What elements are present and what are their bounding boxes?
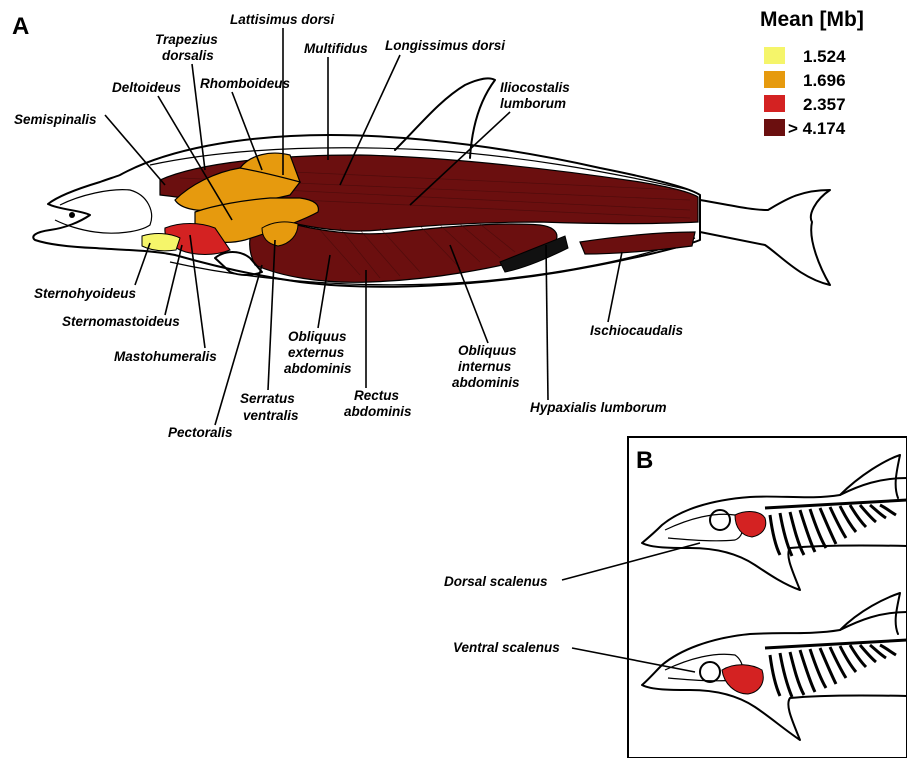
dolphin-ventral-ribs [765, 640, 907, 697]
legend-swatch-1 [764, 47, 785, 64]
label-rectus-abdominis-2: abdominis [344, 404, 412, 419]
legend-title: Mean [Mb] [760, 8, 864, 31]
label-iliocostalis-1: Iliocostalis [500, 80, 570, 95]
label-ischiocaudalis: Ischiocaudalis [590, 323, 684, 338]
label-multifidus: Multifidus [304, 41, 368, 56]
dolphin-dorsal-ribs [765, 500, 907, 556]
panel-a-letter: A [12, 13, 29, 40]
legend-item-4: > 4.174 [764, 119, 846, 138]
label-pectoralis: Pectoralis [168, 425, 233, 440]
label-rectus-abdominis-1: Rectus [354, 388, 400, 403]
label-rhomboideus: Rhomboideus [200, 76, 290, 91]
label-obliquus-internus-2: internus [458, 359, 512, 374]
legend-swatch-4 [764, 119, 785, 136]
label-trapezius-dorsalis-2: dorsalis [162, 48, 214, 63]
panel-b-dolphin-ventral [642, 593, 907, 740]
muscle-ischiocaudalis [580, 232, 695, 254]
legend-label-2: 1.696 [803, 71, 846, 90]
legend-label-4: > 4.174 [788, 119, 846, 138]
panel-b-dolphin-dorsal [642, 455, 907, 590]
dolphin-dorsal-skull [665, 514, 743, 541]
label-hypaxialis-lumborum: Hypaxialis lumborum [530, 400, 667, 415]
label-deltoideus: Deltoideus [112, 80, 182, 95]
label-sternohyoideus: Sternohyoideus [34, 286, 137, 301]
label-longissimus-dorsi: Longissimus dorsi [385, 38, 505, 53]
dolphin-ventral-skull-orbit [700, 662, 720, 682]
panel-a-dolphin [33, 78, 830, 286]
legend-label-1: 1.524 [803, 47, 846, 66]
label-iliocostalis-2: lumborum [500, 96, 566, 111]
label-semispinalis: Semispinalis [14, 112, 97, 127]
panel-b-letter: B [636, 447, 653, 474]
label-obliquus-internus-3: abdominis [452, 375, 520, 390]
label-sternomastoideus: Sternomastoideus [62, 314, 180, 329]
label-trapezius-dorsalis-1: Trapezius [155, 32, 218, 47]
label-mastohumeralis: Mastohumeralis [114, 349, 217, 364]
tail-fluke [700, 190, 830, 285]
skull-outline [55, 190, 152, 234]
label-obliquus-internus-1: Obliquus [458, 343, 517, 358]
legend-item-3: 2.357 [764, 95, 846, 114]
label-obliquus-externus-1: Obliquus [288, 329, 347, 344]
label-dorsal-scalenus: Dorsal scalenus [444, 574, 548, 589]
label-serratus-ventralis-1: Serratus [240, 391, 295, 406]
label-obliquus-externus-3: abdominis [284, 361, 352, 376]
label-obliquus-externus-2: externus [288, 345, 345, 360]
label-serratus-ventralis-2: ventralis [243, 408, 299, 423]
dolphin-dorsal-skull-orbit [710, 510, 730, 530]
legend-swatch-3 [764, 95, 785, 112]
label-ventral-scalenus: Ventral scalenus [453, 640, 560, 655]
legend: Mean [Mb] 1.524 1.696 2.357 > 4.174 [760, 8, 864, 138]
legend-item-1: 1.524 [764, 47, 846, 66]
label-lattisimus-dorsi: Lattisimus dorsi [230, 12, 335, 27]
legend-swatch-2 [764, 71, 785, 88]
legend-item-2: 1.696 [764, 71, 846, 90]
legend-label-3: 2.357 [803, 95, 846, 114]
panel-b-labels: Dorsal scalenus Ventral scalenus [444, 574, 560, 655]
muscle-dorsal-scalenus-red [735, 512, 766, 537]
eye [69, 212, 75, 218]
muscle-ventral-scalenus-red [722, 665, 763, 694]
